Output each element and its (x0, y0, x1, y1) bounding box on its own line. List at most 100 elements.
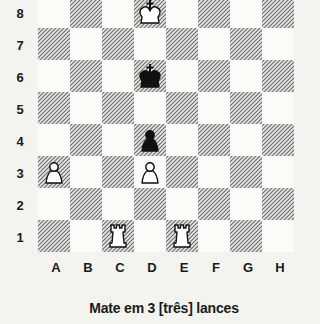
piece-outline (147, 0, 154, 11)
light-square (262, 156, 294, 188)
white-rook (174, 225, 190, 247)
light-square (230, 60, 262, 92)
piece-outline (174, 225, 190, 247)
file-letter: C (115, 261, 124, 274)
dark-square (38, 28, 70, 60)
black-pawn (142, 131, 158, 151)
dark-square (166, 28, 198, 60)
dark-square (166, 220, 198, 252)
dark-square (198, 124, 230, 156)
black-king (140, 64, 160, 87)
rank-number: 1 (16, 231, 23, 244)
dark-square (230, 28, 262, 60)
light-square (166, 124, 198, 156)
light-square (38, 0, 70, 28)
file-letter: D (147, 261, 156, 274)
pawn-head (50, 163, 58, 171)
dark-square (70, 188, 102, 220)
pawn-head (146, 163, 154, 171)
light-square (198, 156, 230, 188)
light-square (134, 156, 166, 188)
dark-square (166, 92, 198, 124)
light-square (134, 28, 166, 60)
dark-square (198, 188, 230, 220)
dark-square (70, 60, 102, 92)
dark-square (262, 60, 294, 92)
light-square (262, 220, 294, 252)
light-square (198, 28, 230, 60)
piece-outline (142, 171, 158, 183)
dark-square (262, 0, 294, 28)
rank-number: 7 (16, 39, 23, 52)
pieces (46, 0, 190, 247)
dark-square (230, 156, 262, 188)
light-square (230, 124, 262, 156)
dark-square (134, 60, 166, 92)
dark-square (38, 156, 70, 188)
light-square (134, 220, 166, 252)
dark-square (134, 124, 166, 156)
rank-number: 4 (16, 135, 23, 148)
dark-square (102, 156, 134, 188)
dark-square (134, 188, 166, 220)
dark-square (134, 0, 166, 28)
white-rook (110, 225, 126, 247)
light-square (38, 124, 70, 156)
dark-square (70, 0, 102, 28)
dark-square (70, 124, 102, 156)
light-square (102, 0, 134, 28)
rank-number: 2 (16, 199, 23, 212)
file-letter: G (243, 261, 253, 274)
dark-square (198, 60, 230, 92)
dark-square (262, 188, 294, 220)
dark-square (102, 220, 134, 252)
white-pawn (46, 163, 62, 183)
piece-outline (147, 64, 154, 75)
piece-outline (142, 139, 158, 151)
file-letter: F (212, 261, 220, 274)
light-square (230, 188, 262, 220)
light-square (262, 28, 294, 60)
file-letter: A (51, 261, 60, 274)
dark-square (102, 92, 134, 124)
light-square (38, 188, 70, 220)
dark-square (166, 156, 198, 188)
light-square (70, 220, 102, 252)
light-square (230, 0, 262, 28)
light-square (198, 92, 230, 124)
light-square (166, 60, 198, 92)
light-square (102, 60, 134, 92)
dark-square (38, 92, 70, 124)
pawn-head (146, 131, 154, 139)
rank-number: 5 (16, 103, 23, 116)
light-square (166, 0, 198, 28)
file-letter: E (180, 261, 189, 274)
white-pawn (142, 163, 158, 183)
rank-number: 3 (16, 167, 23, 180)
piece-outline (46, 171, 62, 183)
piece-outline (110, 225, 126, 247)
light-square (70, 92, 102, 124)
dark-square (230, 220, 262, 252)
light-square (38, 60, 70, 92)
file-letter: H (275, 261, 284, 274)
light-square (134, 92, 166, 124)
dark-square (230, 92, 262, 124)
light-square (166, 188, 198, 220)
dark-square (38, 220, 70, 252)
light-square (102, 188, 134, 220)
squares (38, 0, 294, 252)
file-letter: B (83, 261, 92, 274)
caption: Mate em 3 [três] lances (89, 301, 238, 315)
rank-number: 8 (16, 7, 23, 20)
white-king (140, 0, 160, 23)
light-square (102, 124, 134, 156)
light-square (70, 156, 102, 188)
light-square (70, 28, 102, 60)
light-square (262, 92, 294, 124)
dark-square (262, 124, 294, 156)
light-square (198, 220, 230, 252)
dark-square (102, 28, 134, 60)
rank-number: 6 (16, 71, 23, 84)
